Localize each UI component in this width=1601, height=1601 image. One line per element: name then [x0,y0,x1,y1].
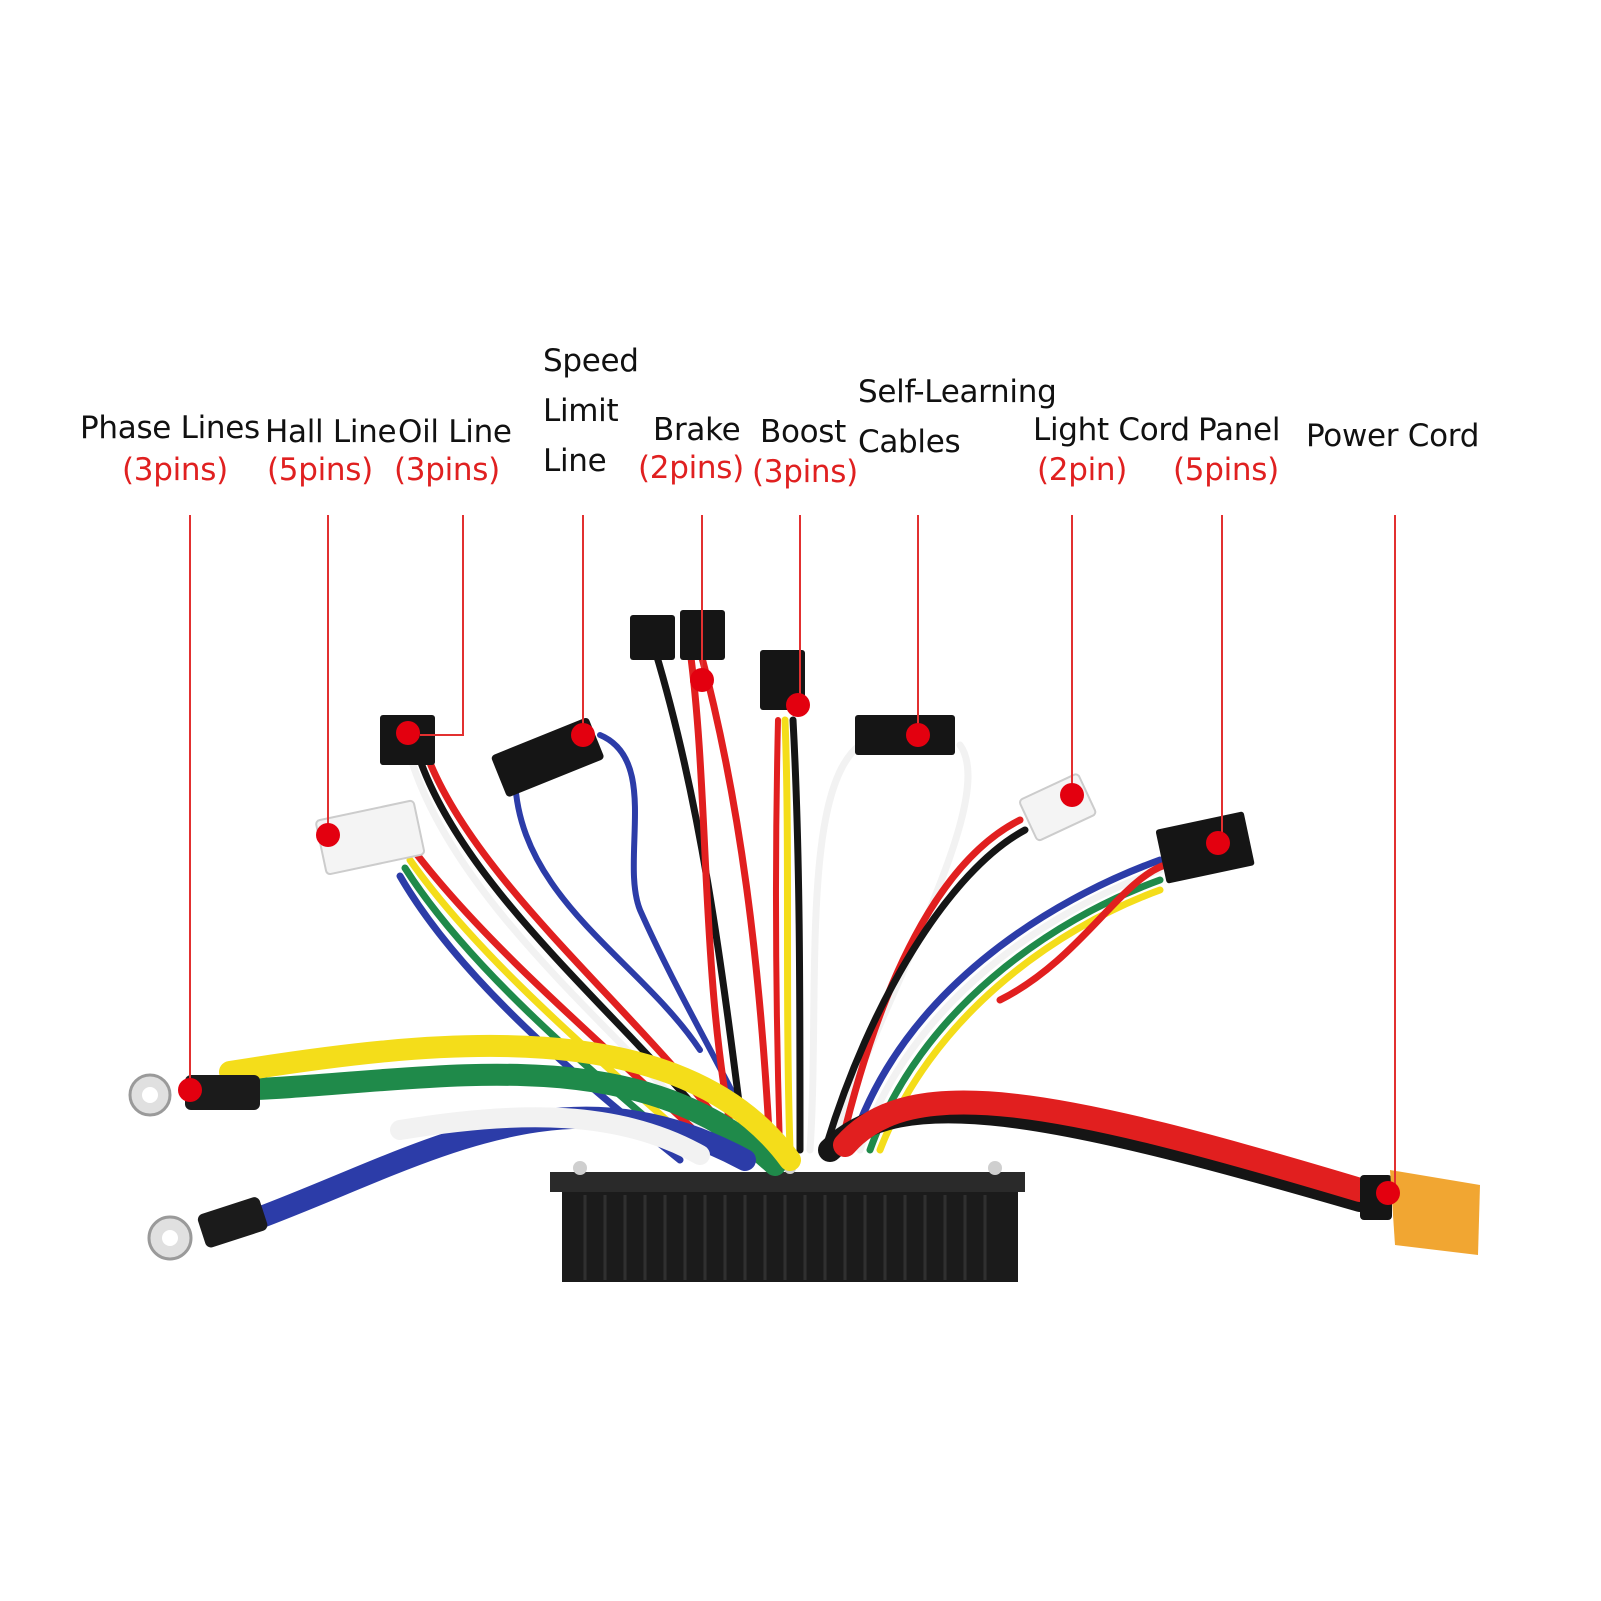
speed-limit-label-line-3: Line [543,443,607,479]
light-cord-pins: (2pin) [1037,452,1128,488]
connectors [315,610,1480,1255]
self-learning-label-line-1: Self-Learning [858,374,1057,410]
power-cord-label: Power Cord [1306,418,1480,454]
oil-line-label: Oil Line [398,414,512,450]
marker-power-cord [1376,1181,1400,1205]
marker-light-cord [1060,783,1084,807]
marker-self-learning [906,723,930,747]
marker-brake [690,668,714,692]
marker-oil [396,721,420,745]
self-learning-label-line-2: Cables [858,424,961,460]
speed-limit-label-line-2: Limit [543,393,619,429]
ring-terminals [128,1073,268,1261]
leader-lines [189,515,1396,1195]
marker-phase [178,1078,202,1102]
panel-label: Panel [1198,412,1281,448]
marker-speed-limit [571,723,595,747]
phase-lines-pins: (3pins) [122,452,228,488]
brake-pins: (2pins) [638,450,744,486]
boost-label: Boost [760,414,847,450]
light-cord-label: Light Cord [1033,412,1190,448]
hall-line-label: Hall Line [265,414,397,450]
hall-line-pins: (5pins) [267,452,373,488]
marker-hall [316,823,340,847]
boost-pins: (3pins) [752,454,858,490]
brake-label: Brake [653,412,741,448]
marker-boost [786,693,810,717]
phase-wires [219,1034,1372,1236]
oil-line-pins: (3pins) [394,452,500,488]
controller-box [550,1161,1025,1282]
marker-dots [178,668,1400,1205]
panel-pins: (5pins) [1173,452,1279,488]
phase-lines-label: Phase Lines [80,410,260,446]
speed-limit-label-line-1: Speed [543,343,639,379]
marker-panel [1206,831,1230,855]
